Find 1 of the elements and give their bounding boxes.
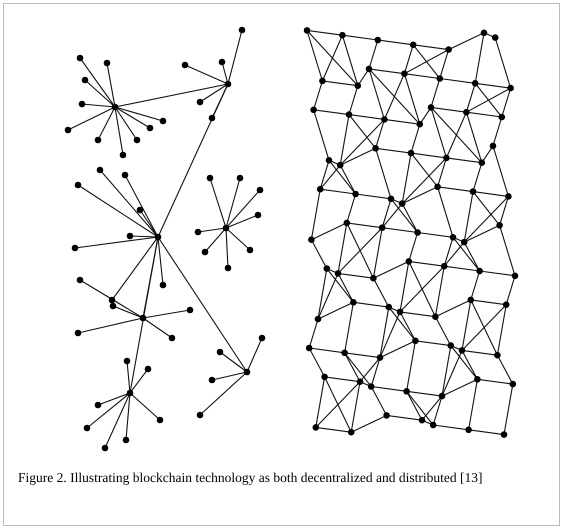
figure-caption: Figure 2. Illustrating blockchain technology as both decentralized and distributed [13] bbox=[18, 469, 484, 487]
